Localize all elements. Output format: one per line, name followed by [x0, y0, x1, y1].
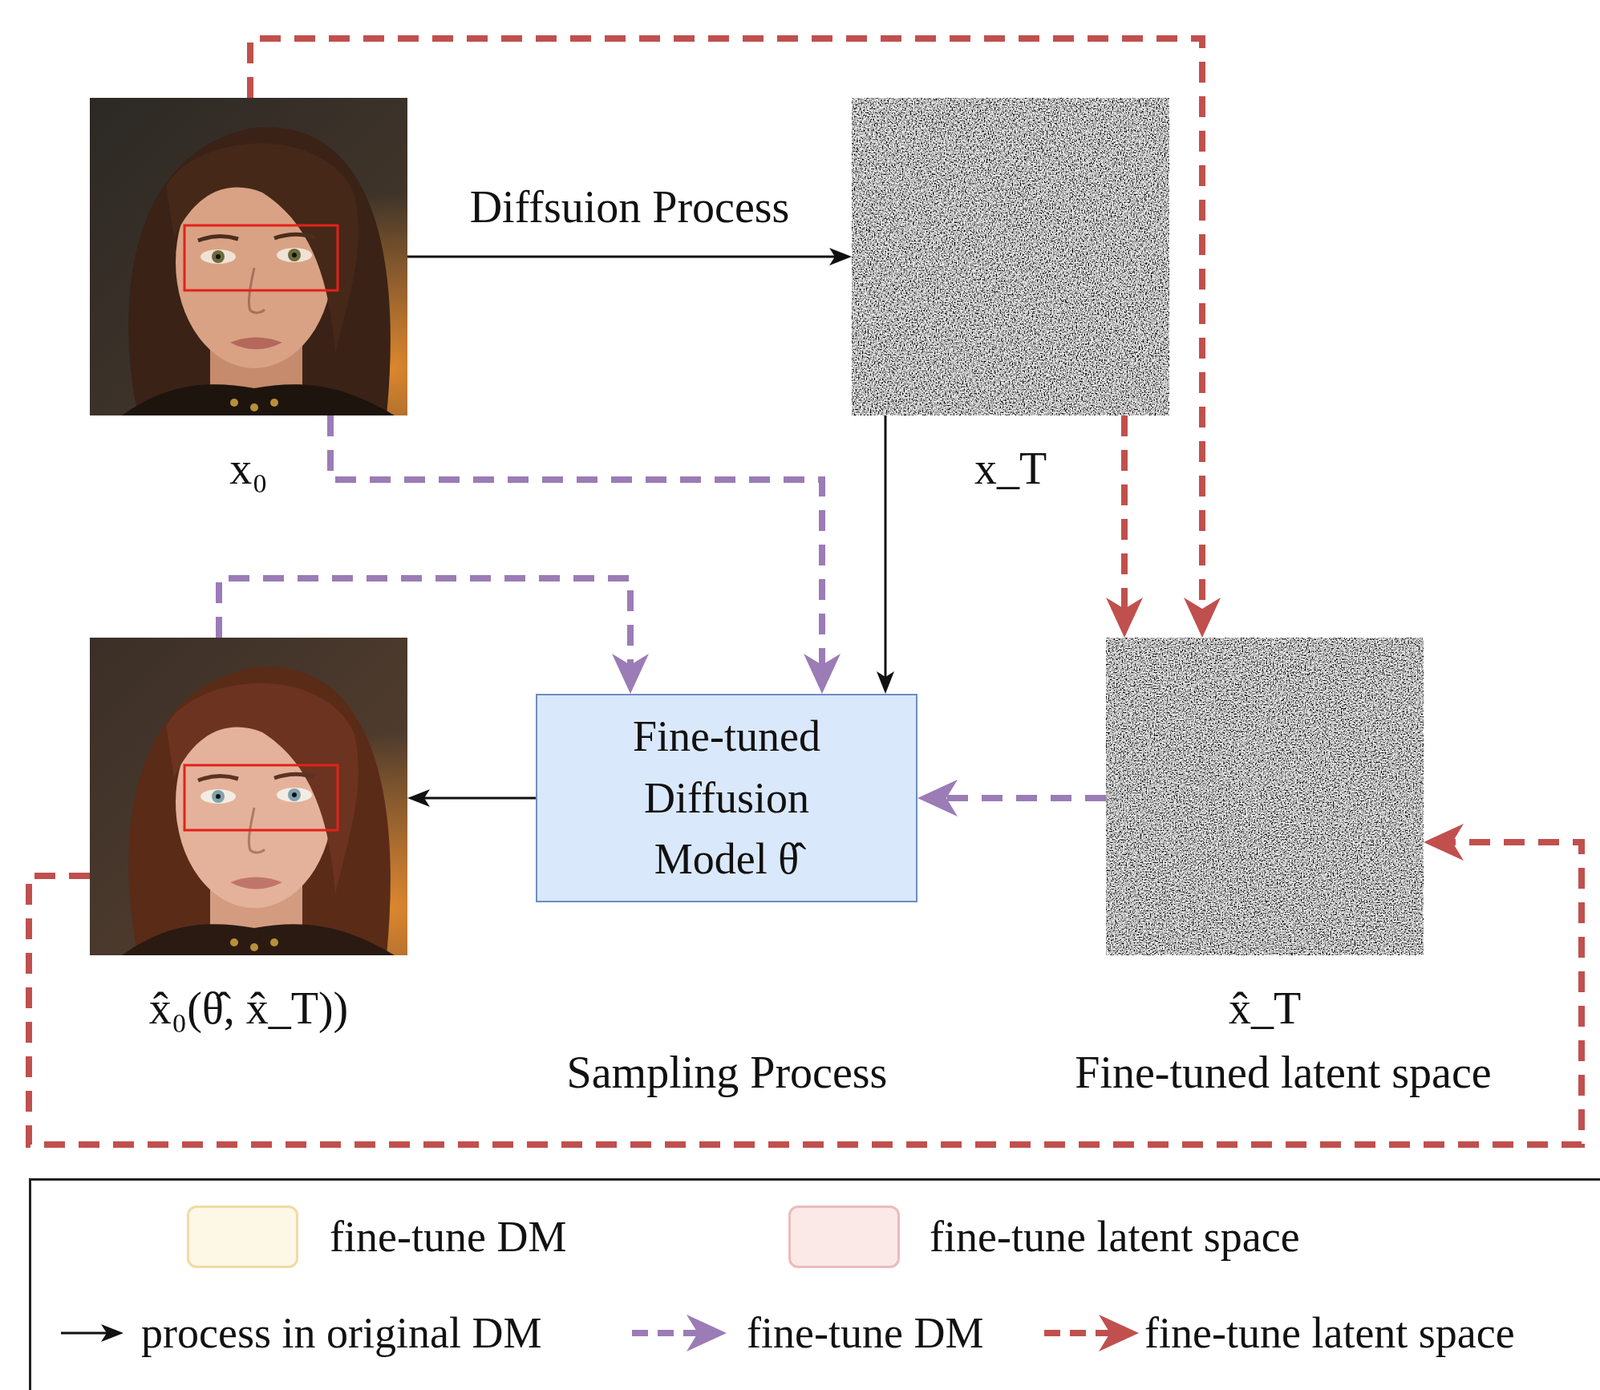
shoulders — [121, 384, 395, 416]
necklace-bead — [230, 398, 239, 407]
legend-label: fine-tune DM — [329, 1211, 567, 1262]
eye — [200, 789, 236, 804]
legend-swatch — [186, 1205, 299, 1268]
brow — [198, 775, 239, 781]
lips — [230, 337, 283, 350]
sampling-band: Sampling Process Fine-tuned Diffusion Mod… — [505, 512, 949, 1114]
latent-band: Fine-tuned latent space x̂_T — [981, 512, 1585, 1114]
legend-label: process in original DM — [141, 1308, 542, 1358]
dashed-arrow — [250, 38, 1203, 622]
hair — [128, 127, 391, 416]
necklace-bead — [230, 938, 239, 947]
image-frame — [89, 637, 408, 956]
eye-highlight-box — [184, 225, 338, 291]
face-photo — [89, 97, 408, 416]
legend-line-sample — [1042, 1314, 1139, 1352]
eye — [200, 249, 236, 264]
legend-item: fine-tune latent space — [788, 1200, 1301, 1273]
legend-label: fine-tune latent space — [929, 1211, 1301, 1262]
legend-swatch — [788, 1205, 900, 1268]
shoulders — [121, 923, 395, 956]
eye — [276, 787, 312, 803]
noise-image — [851, 97, 1170, 416]
legend-line-sample — [59, 1314, 124, 1352]
image-frame — [89, 97, 408, 416]
dashed-arrow — [1121, 415, 1128, 622]
node-label: Fine-tuned latent space — [1074, 1046, 1491, 1098]
pupil — [291, 792, 297, 798]
necklace-bead — [270, 938, 279, 947]
process-arrow — [413, 797, 536, 800]
connector-group — [28, 38, 1582, 1145]
iris — [211, 789, 225, 803]
photo-background — [89, 97, 408, 416]
pupil — [215, 793, 221, 799]
legend-label: fine-tune latent space — [1144, 1308, 1515, 1358]
iris — [287, 788, 301, 802]
pupil — [215, 254, 221, 260]
necklace-bead — [250, 403, 259, 412]
photo-glow — [89, 637, 408, 956]
legend-item: fine-tune latent space — [1042, 1296, 1515, 1370]
noise-texture — [1105, 637, 1424, 956]
bangs — [166, 683, 359, 895]
bangs — [166, 143, 359, 355]
hair — [128, 667, 391, 956]
legend-item: process in original DM — [59, 1296, 542, 1370]
node-label: x_T — [974, 442, 1047, 495]
node-label: x̂_T — [1228, 982, 1301, 1034]
eye-highlight-box — [184, 765, 338, 831]
edge-label: Diffsuion Process — [465, 181, 795, 233]
brow — [274, 234, 315, 239]
noise-texture — [851, 97, 1170, 416]
iris — [287, 248, 301, 262]
brow — [198, 235, 239, 241]
node-label: x₀ — [229, 442, 268, 495]
iris — [211, 250, 225, 264]
noise-image — [1105, 637, 1424, 956]
legend-line — [60, 1332, 118, 1335]
process-arrow — [884, 415, 888, 688]
input-image-node: x₀ — [89, 97, 408, 495]
model-box: Fine-tuned Diffusion Model θ̂ — [535, 693, 918, 903]
brow — [274, 773, 315, 778]
image-frame — [851, 97, 1170, 416]
legend-line-sample — [630, 1314, 727, 1352]
dashed-arrow — [218, 578, 631, 678]
dashed-arrow — [330, 415, 823, 678]
legend-line — [631, 1329, 711, 1337]
node-label: x̂₀(θ̂, x̂_T)) — [149, 982, 349, 1034]
node-label: Sampling Process — [567, 1046, 888, 1098]
photo-background — [89, 637, 408, 956]
photo-glow — [89, 97, 408, 416]
necklace-bead — [250, 943, 259, 952]
pupil — [291, 252, 297, 258]
noise-image-node: x_T — [851, 97, 1170, 495]
dashed-arrow — [933, 794, 1106, 802]
latent-noise-node: x̂_T — [1105, 637, 1424, 1034]
legend-item: fine-tune DM — [186, 1200, 567, 1273]
necklace-bead — [270, 398, 279, 407]
edge-label-holder: Diffsuion Process — [465, 181, 795, 233]
output-image-node: x̂₀(θ̂, x̂_T)) — [89, 637, 408, 1034]
lips — [230, 877, 283, 890]
image-frame — [1105, 637, 1424, 956]
node-label: Fine-tuned Diffusion Model θ̂ — [594, 705, 859, 891]
legend-item: fine-tune DM — [630, 1296, 984, 1370]
legend-label: fine-tune DM — [746, 1308, 984, 1358]
legend-line — [1044, 1329, 1123, 1337]
face-photo — [89, 637, 408, 956]
eye — [276, 247, 312, 263]
process-arrow — [407, 255, 846, 259]
